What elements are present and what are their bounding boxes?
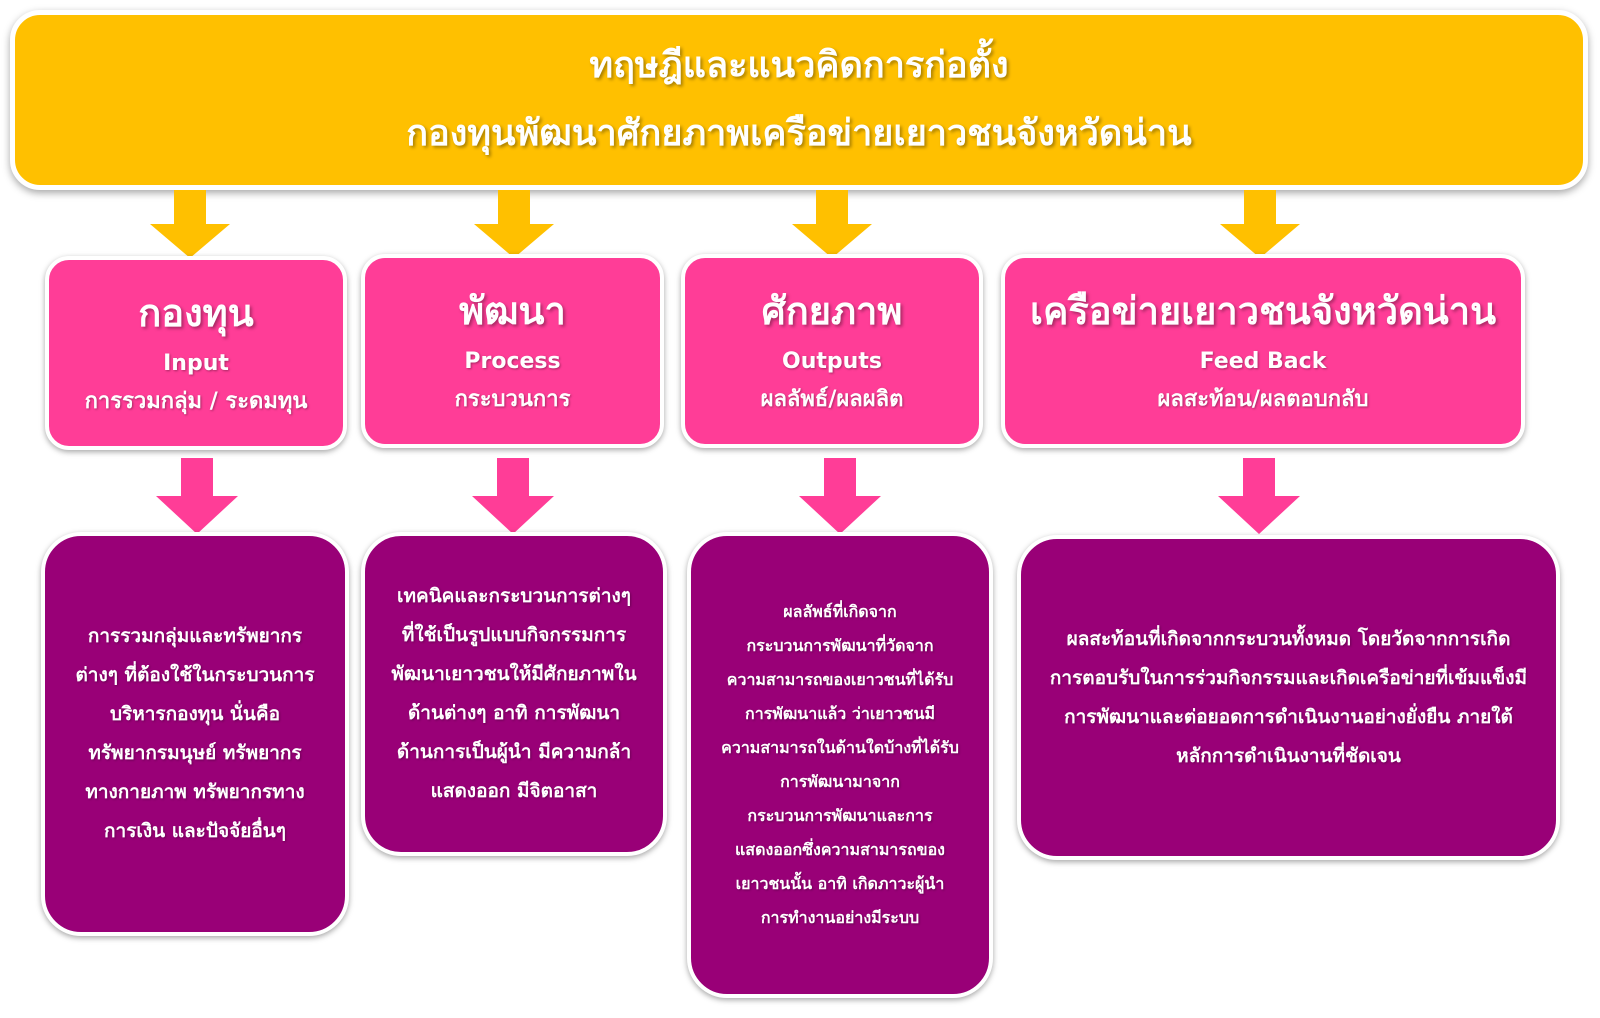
yellow-arrow-4-icon — [1220, 190, 1300, 258]
yellow-arrow-1-icon — [150, 190, 230, 258]
description-outputs: ผลลัพธ์ที่เกิดจาก กระบวนการพัฒนาที่วัดจา… — [721, 602, 959, 927]
pink-thai-process: กระบวนการ — [454, 387, 571, 412]
pink-box-feedback: เครือข่ายเยาวชนจังหวัดน่าน Feed Back ผลส… — [1001, 254, 1525, 448]
pink-arrow-4-icon — [1218, 458, 1300, 534]
pink-english-outputs: Outputs — [782, 349, 882, 374]
description-input: การรวมกลุ่มและทรัพยากร ต่างๆ ที่ต้องใช้ใ… — [75, 625, 315, 842]
pink-box-input: กองทุน Input การรวมกลุ่ม / ระดมทุน — [45, 256, 347, 450]
pink-arrow-1-icon — [156, 458, 238, 534]
pink-thai-input: การรวมกลุ่ม / ระดมทุน — [84, 389, 308, 414]
pink-title-feedback: เครือข่ายเยาวชนจังหวัดน่าน — [1029, 289, 1497, 333]
pink-thai-outputs: ผลลัพธ์/ผลผลิต — [760, 387, 904, 412]
pink-english-process: Process — [464, 349, 561, 374]
pink-title-outputs: ศักยภาพ — [761, 289, 903, 333]
purple-box-process: เทคนิคและกระบวนการต่างๆ ที่ใช้เป็นรูปแบบ… — [361, 532, 667, 856]
pink-box-outputs: ศักยภาพ Outputs ผลลัพธ์/ผลผลิต — [681, 254, 983, 448]
banner-title-line-1: ทฤษฎีและแนวคิดการก่อตั้ง — [589, 45, 1009, 86]
purple-box-feedback: ผลสะท้อนที่เกิดจากกระบวนทั้งหมด โดยวัดจา… — [1017, 535, 1560, 860]
pink-thai-feedback: ผลสะท้อน/ผลตอบกลับ — [1157, 387, 1369, 412]
pink-english-input: Input — [163, 351, 229, 376]
banner-title-line-2: กองทุนพัฒนาศักยภาพเครือข่ายเยาวชนจังหวัด… — [406, 113, 1192, 154]
pink-title-process: พัฒนา — [459, 289, 566, 333]
title-banner: ทฤษฎีและแนวคิดการก่อตั้ง กองทุนพัฒนาศักย… — [10, 10, 1588, 190]
yellow-arrow-3-icon — [792, 190, 872, 258]
purple-box-outputs: ผลลัพธ์ที่เกิดจาก กระบวนการพัฒนาที่วัดจา… — [687, 532, 993, 998]
pink-english-feedback: Feed Back — [1199, 349, 1327, 374]
pink-box-process: พัฒนา Process กระบวนการ — [361, 254, 664, 448]
description-process: เทคนิคและกระบวนการต่างๆ ที่ใช้เป็นรูปแบบ… — [391, 585, 637, 802]
purple-box-input: การรวมกลุ่มและทรัพยากร ต่างๆ ที่ต้องใช้ใ… — [41, 532, 349, 936]
pink-arrow-2-icon — [472, 458, 554, 534]
pink-title-input: กองทุน — [138, 291, 254, 335]
yellow-arrow-2-icon — [474, 190, 554, 258]
description-feedback: ผลสะท้อนที่เกิดจากกระบวนทั้งหมด โดยวัดจา… — [1049, 627, 1528, 767]
pink-arrow-3-icon — [799, 458, 881, 534]
